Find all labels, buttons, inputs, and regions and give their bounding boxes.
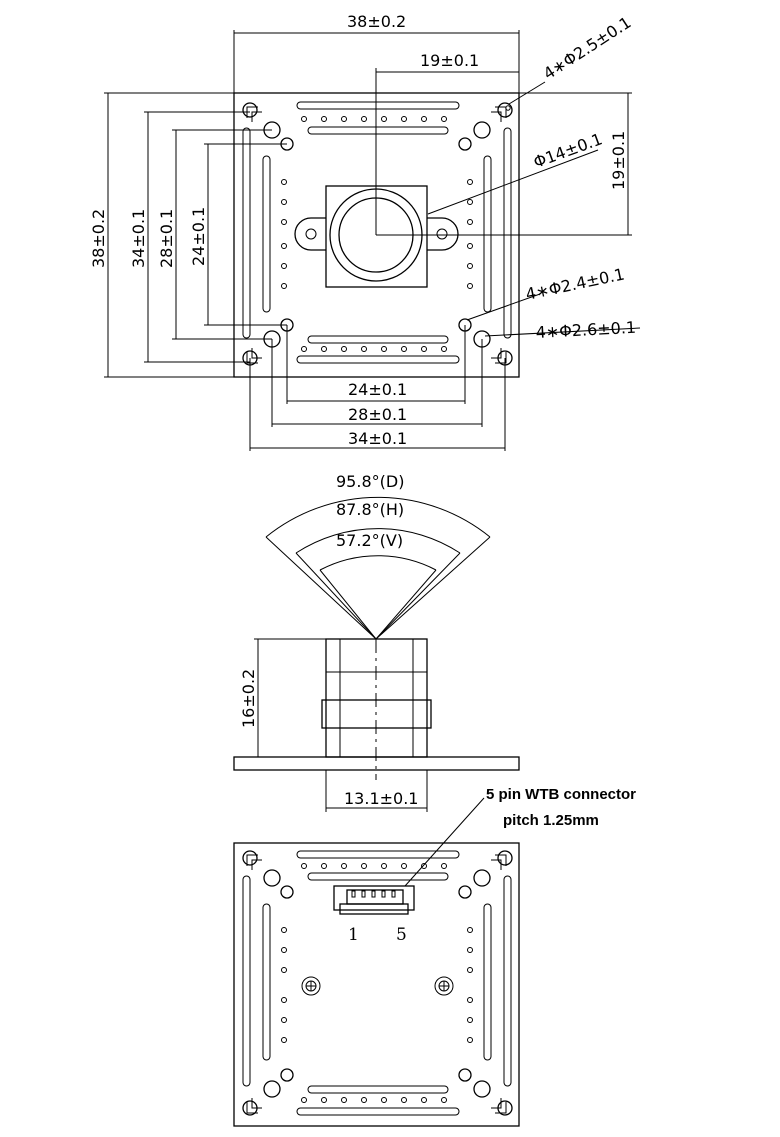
dim-top-width: 38±0.2 (347, 12, 406, 31)
dim-side-width: 13.1±0.1 (344, 789, 418, 808)
label-mid-holes: 4∗Φ2.4±0.1 (524, 264, 626, 303)
dim-h28: 28±0.1 (348, 405, 407, 424)
fov-vertical: 57.2°(V) (336, 531, 403, 550)
fov-diagonal: 95.8°(D) (336, 472, 404, 491)
dim-left-height: 38±0.2 (89, 209, 108, 268)
slot (483, 155, 492, 313)
slot (307, 335, 449, 344)
dim-h24: 24±0.1 (348, 380, 407, 399)
label-lens-diameter: Φ14±0.1 (531, 129, 605, 171)
dim-v34: 34±0.1 (129, 209, 148, 268)
screw-left (301, 976, 321, 996)
dim-half-height: 19±0.1 (609, 131, 628, 190)
dim-half-width: 19±0.1 (420, 51, 479, 70)
screw-right (434, 976, 454, 996)
slot (296, 101, 460, 110)
pin-5-label: 5 (396, 925, 407, 945)
dim-v28: 28±0.1 (157, 209, 176, 268)
top-view: 38±0.2 19±0.1 4∗Φ2.5±0.1 Φ14±0.1 19±0.1 … (89, 12, 641, 451)
connector-label: 5 pin WTB connector (486, 786, 636, 803)
dim-v24: 24±0.1 (189, 207, 208, 266)
label-inner-holes: 4∗Φ2.6±0.1 (535, 318, 636, 342)
slot (242, 127, 251, 339)
slot (296, 355, 460, 364)
fov-diagram: 95.8°(D) 87.8°(H) 57.2°(V) (265, 472, 491, 640)
label-corner-holes: 4∗Φ2.5±0.1 (540, 13, 635, 84)
connector-housing (333, 885, 415, 911)
pin-1-label: 1 (348, 925, 359, 945)
slot (307, 126, 449, 135)
dim-h34: 34±0.1 (348, 429, 407, 448)
slot (262, 155, 271, 313)
fov-horizontal: 87.8°(H) (336, 500, 404, 519)
slot (503, 127, 512, 339)
back-board-outline (233, 842, 520, 1127)
back-view: 1 5 5 pin WTB connector pitch 1.25mm (233, 786, 636, 1127)
side-view: 16±0.2 13.1±0.1 (233, 638, 520, 812)
dim-side-height: 16±0.2 (239, 669, 258, 728)
connector-pitch-label: pitch 1.25mm (503, 812, 599, 829)
wtb-connector (333, 885, 415, 915)
